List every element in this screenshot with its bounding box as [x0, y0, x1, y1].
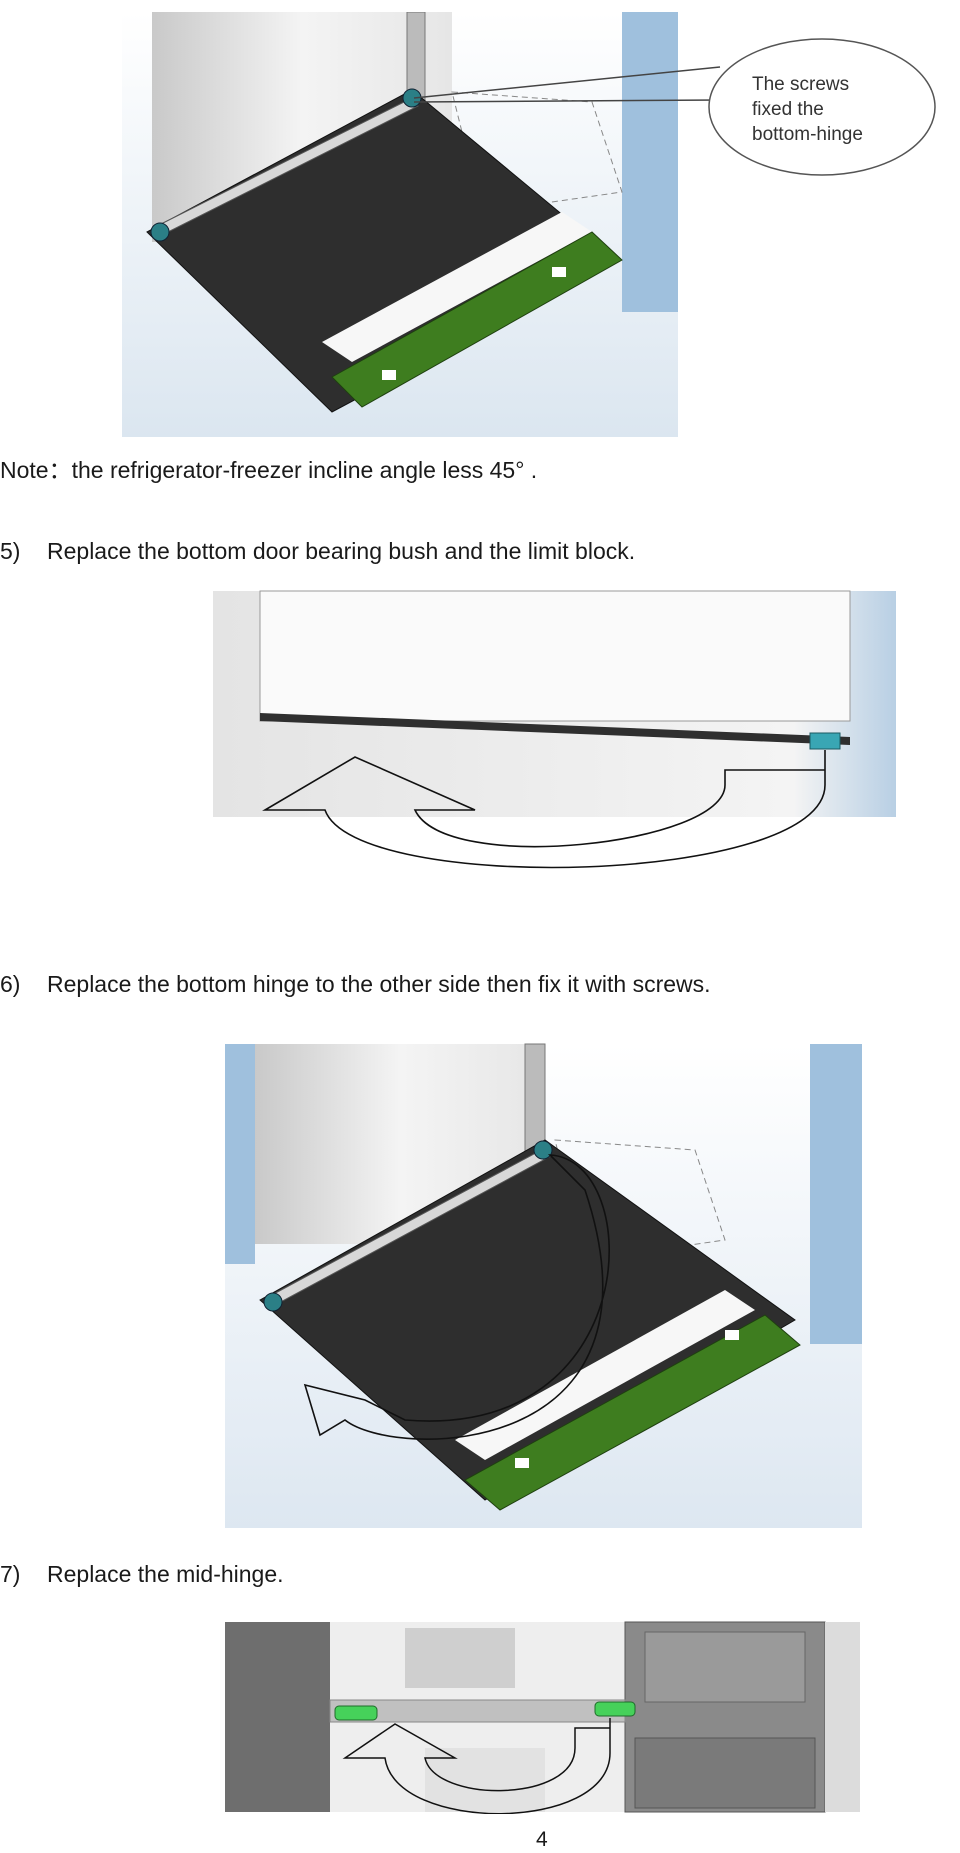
figure-mid-hinge	[225, 1618, 865, 1814]
step-number: 7)	[0, 1561, 21, 1587]
step-6: 6) Replace the bottom hinge to the other …	[0, 970, 711, 998]
note-text: the refrigerator-freezer incline angle l…	[71, 457, 538, 483]
note-label: Note：	[0, 457, 72, 483]
step-5: 5) Replace the bottom door bearing bush a…	[0, 537, 635, 565]
figure-bottom-hinge-swap	[225, 1040, 875, 1530]
callout-line-1: The screws	[752, 74, 850, 95]
step-text: Replace the mid-hinge.	[47, 1561, 284, 1587]
note-line: Note：the refrigerator-freezer incline an…	[0, 456, 537, 484]
step-number: 5)	[0, 538, 21, 564]
step-7: 7) Replace the mid-hinge.	[0, 1560, 284, 1588]
step-text: Replace the bottom door bearing bush and…	[47, 538, 636, 564]
figure-bottom-hinge-screws: The screws fixed the bottom-hinge	[122, 12, 947, 437]
step-text: Replace the bottom hinge to the other si…	[47, 971, 711, 997]
figure-door-bearing-bush	[205, 585, 915, 885]
page-number: 4	[536, 1828, 548, 1851]
callout-line-2: fixed the	[752, 99, 824, 120]
callout-line-3: bottom-hinge	[752, 124, 863, 145]
step-number: 6)	[0, 971, 21, 997]
